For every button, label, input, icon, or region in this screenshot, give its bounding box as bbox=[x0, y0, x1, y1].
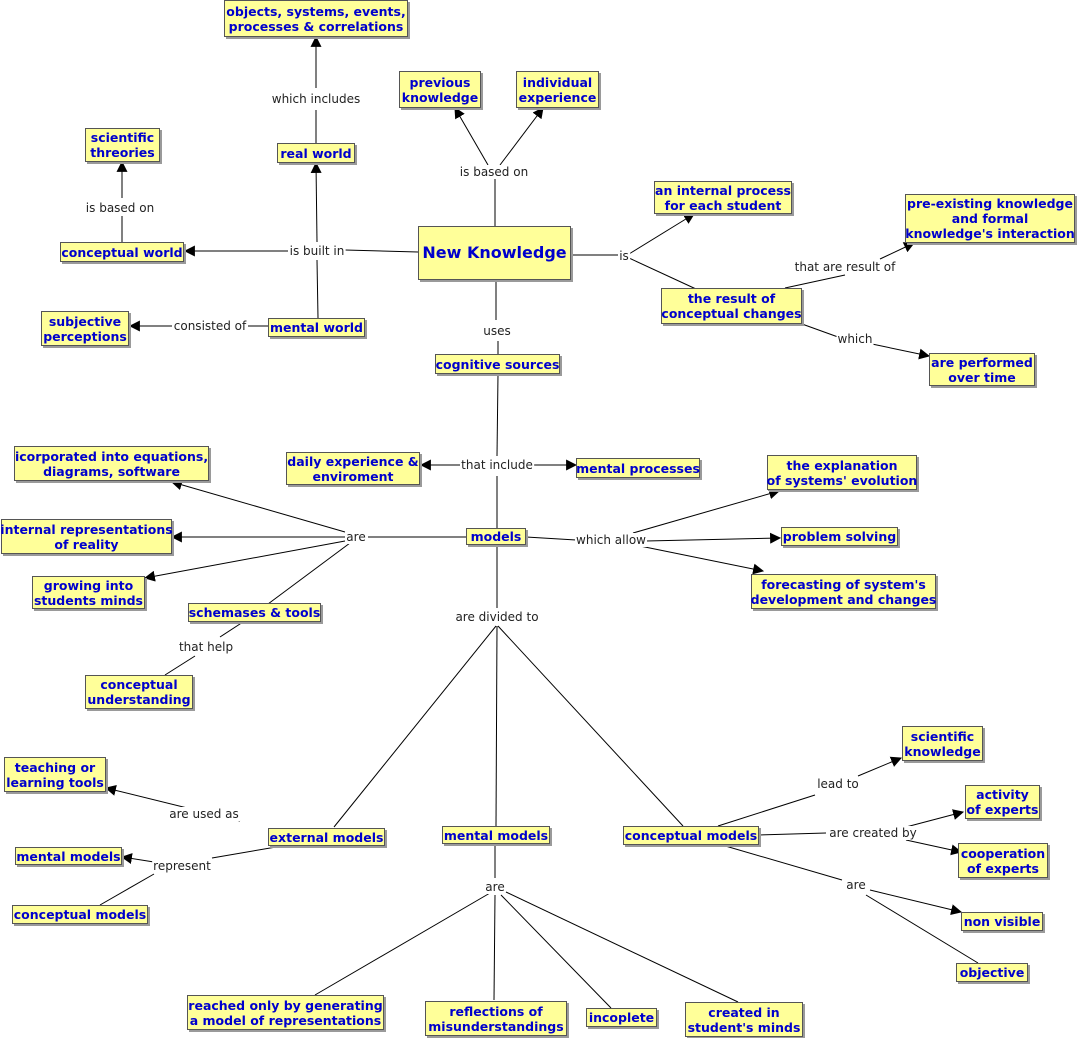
link-that-help: that help bbox=[177, 640, 235, 654]
explanation-of-evolution-node[interactable]: the explanation of systems' evolution bbox=[767, 455, 917, 490]
link-are-divided-to: are divided to bbox=[454, 610, 540, 624]
pre-existing-knowledge-node[interactable]: pre-existing knowledge and formal knowle… bbox=[905, 194, 1075, 243]
conceptual-world-node[interactable]: conceptual world bbox=[60, 242, 184, 262]
forecasting-node[interactable]: forecasting of system's development and … bbox=[751, 574, 936, 609]
link-lead-to: lead to bbox=[816, 777, 860, 791]
daily-experience-node[interactable]: daily experience & enviroment bbox=[286, 452, 420, 485]
link-which-allow: which allow bbox=[575, 533, 647, 547]
mental-models-represented-node[interactable]: mental models bbox=[15, 847, 122, 865]
link-are-mental: are bbox=[484, 880, 506, 894]
activity-of-experts-node[interactable]: activity of experts bbox=[965, 785, 1040, 819]
internal-process-node[interactable]: an internal process for each student bbox=[654, 181, 792, 214]
mental-world-node[interactable]: mental world bbox=[268, 318, 365, 337]
reached-only-node[interactable]: reached only by generating a model of re… bbox=[187, 995, 384, 1030]
cooperation-of-experts-node[interactable]: cooperation of experts bbox=[958, 843, 1048, 878]
growing-into-minds-node[interactable]: growing into students minds bbox=[32, 576, 145, 609]
conceptual-understanding-node[interactable]: conceptual understanding bbox=[85, 675, 193, 709]
link-that-include: that include bbox=[460, 458, 534, 472]
link-which-includes: which includes bbox=[270, 92, 362, 106]
internal-representations-node[interactable]: internal representations of reality bbox=[0, 519, 173, 554]
performed-over-time-node[interactable]: are performed over time bbox=[929, 353, 1035, 386]
new-knowledge-node[interactable]: New Knowledge bbox=[418, 226, 571, 280]
problem-solving-node[interactable]: problem solving bbox=[781, 527, 898, 546]
scientific-knowledge-node[interactable]: scientific knowledge bbox=[902, 726, 983, 761]
previous-knowledge-node[interactable]: previous knowledge bbox=[399, 71, 481, 108]
conceptual-models-represented-node[interactable]: conceptual models bbox=[12, 905, 148, 924]
models-node[interactable]: models bbox=[466, 528, 526, 545]
link-is: is bbox=[618, 249, 630, 263]
cognitive-sources-node[interactable]: cognitive sources bbox=[435, 354, 560, 374]
mental-models-node[interactable]: mental models bbox=[442, 826, 550, 844]
individual-experience-node[interactable]: individual experience bbox=[516, 71, 599, 108]
conceptual-models-node[interactable]: conceptual models bbox=[623, 826, 759, 845]
link-represent: represent bbox=[152, 859, 212, 873]
link-that-are-result-of: that are result of bbox=[793, 260, 897, 274]
link-is-based-on-knowledge: is based on bbox=[458, 165, 530, 179]
link-are-created-by: are created by bbox=[828, 826, 918, 840]
link-which: which bbox=[836, 332, 874, 346]
reflections-of-misunderstandings-node[interactable]: reflections of misunderstandings bbox=[425, 1001, 567, 1036]
created-in-minds-node[interactable]: created in student's minds bbox=[685, 1002, 803, 1037]
result-of-conceptual-changes-node[interactable]: the result of conceptual changes bbox=[661, 288, 802, 324]
link-consisted-of: consisted of bbox=[172, 319, 248, 333]
teaching-learning-tools-node[interactable]: teaching or learning tools bbox=[4, 757, 106, 792]
link-is-built-in: is built in bbox=[288, 244, 346, 258]
mental-processes-node[interactable]: mental processes bbox=[576, 458, 700, 478]
objective-node[interactable]: objective bbox=[956, 963, 1028, 982]
link-are-models: are bbox=[345, 530, 367, 544]
subjective-perceptions-node[interactable]: subjective perceptions bbox=[41, 311, 129, 346]
non-visible-node[interactable]: non visible bbox=[961, 912, 1043, 931]
link-uses: uses bbox=[482, 324, 512, 338]
external-models-node[interactable]: external models bbox=[268, 828, 385, 846]
link-is-based-on-theories: is based on bbox=[84, 201, 156, 215]
incoplete-node[interactable]: incoplete bbox=[586, 1008, 657, 1027]
objects-systems-node[interactable]: objects, systems, events, processes & co… bbox=[224, 0, 408, 37]
incorporated-into-equations-node[interactable]: icorporated into equations, diagrams, so… bbox=[14, 446, 209, 481]
scientific-theories-node[interactable]: scientific threories bbox=[85, 128, 160, 162]
real-world-node[interactable]: real world bbox=[277, 143, 355, 163]
schemases-tools-node[interactable]: schemases & tools bbox=[188, 603, 321, 622]
link-are-used-as: are used as bbox=[168, 807, 240, 821]
link-are-conceptual: are bbox=[845, 878, 867, 892]
